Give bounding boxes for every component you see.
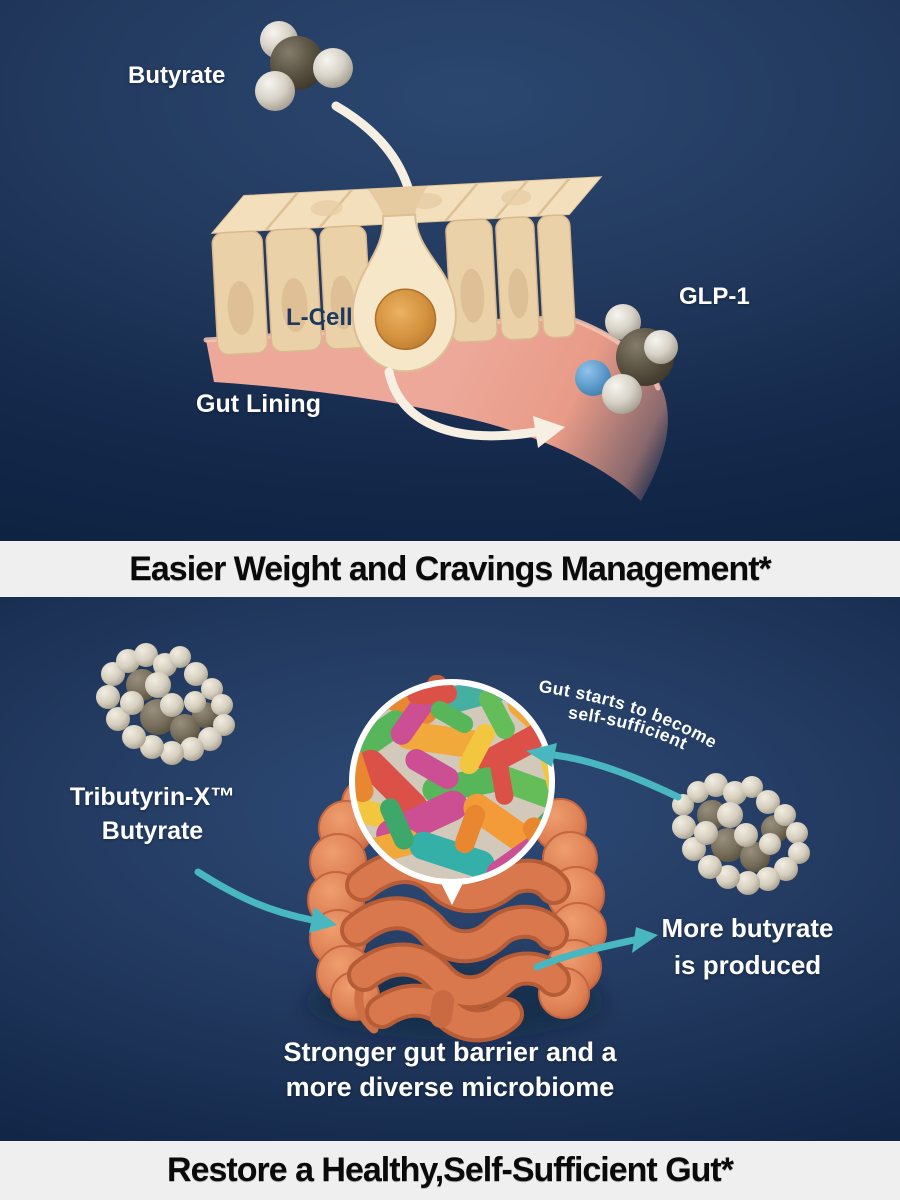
benefit-banner-weight: Easier Weight and Cravings Management* [0, 541, 900, 597]
benefit-banner-restore-text: Restore a Healthy,Self-Sufficient Gut* [167, 1151, 734, 1189]
l-cell-nucleus [374, 288, 437, 351]
outcome-label: Stronger gut barrier and a more diverse … [255, 1035, 645, 1105]
bottom-illustration: Gut starts to become self-sufficient [96, 643, 810, 1043]
gut-lining-label: Gut Lining [196, 390, 321, 418]
rectum-stub [429, 990, 455, 1028]
tributyrin-to-gut-arrow [194, 868, 337, 933]
butyrate-molecule-cluster-icon [672, 773, 810, 895]
lcell-to-glp1-arrow [384, 367, 565, 448]
bottom-illustration-panel: Gut starts to become self-sufficient Tri… [0, 597, 900, 1141]
butyrate-label: Butyrate [128, 62, 226, 89]
more-butyrate-label: More butyrate is produced [645, 910, 850, 984]
top-illustration [203, 21, 678, 501]
tributyrin-label: Tributyrin-X™ Butyrate [55, 780, 250, 848]
gut-to-selfsufficient-arrow [526, 743, 682, 801]
tributyrin-label-line2: Butyrate [101, 817, 204, 845]
l-cell-funnel [367, 185, 428, 217]
butyrate-molecule-icon [255, 21, 353, 111]
top-illustration-panel: Butyrate L-Cell Gut Lining GLP-1 [0, 0, 900, 541]
gut-to-butyrate-arrow [533, 927, 658, 971]
tributyrin-molecule-cluster-icon [96, 643, 235, 765]
more-butyrate-line2: is produced [673, 950, 822, 980]
glp1-molecule-icon [575, 304, 678, 414]
gut-cell-block [210, 176, 603, 373]
outcome-line1: Stronger gut barrier and a [283, 1037, 617, 1067]
l-cell-label: L-Cell [286, 304, 353, 331]
cycle-note-curved-text: Gut starts to become self-sufficient [538, 676, 721, 754]
benefit-banner-weight-text: Easier Weight and Cravings Management* [129, 549, 772, 588]
outcome-line2: more diverse microbiome [285, 1072, 615, 1102]
more-butyrate-line1: More butyrate [661, 913, 834, 943]
benefit-banner-restore: Restore a Healthy,Self-Sufficient Gut* [0, 1141, 900, 1200]
magnifier-ring [349, 679, 555, 885]
glp1-label: GLP-1 [679, 283, 750, 310]
tributyrin-label-line1: Tributyrin-X™ [69, 783, 236, 811]
appendix [354, 984, 379, 1034]
